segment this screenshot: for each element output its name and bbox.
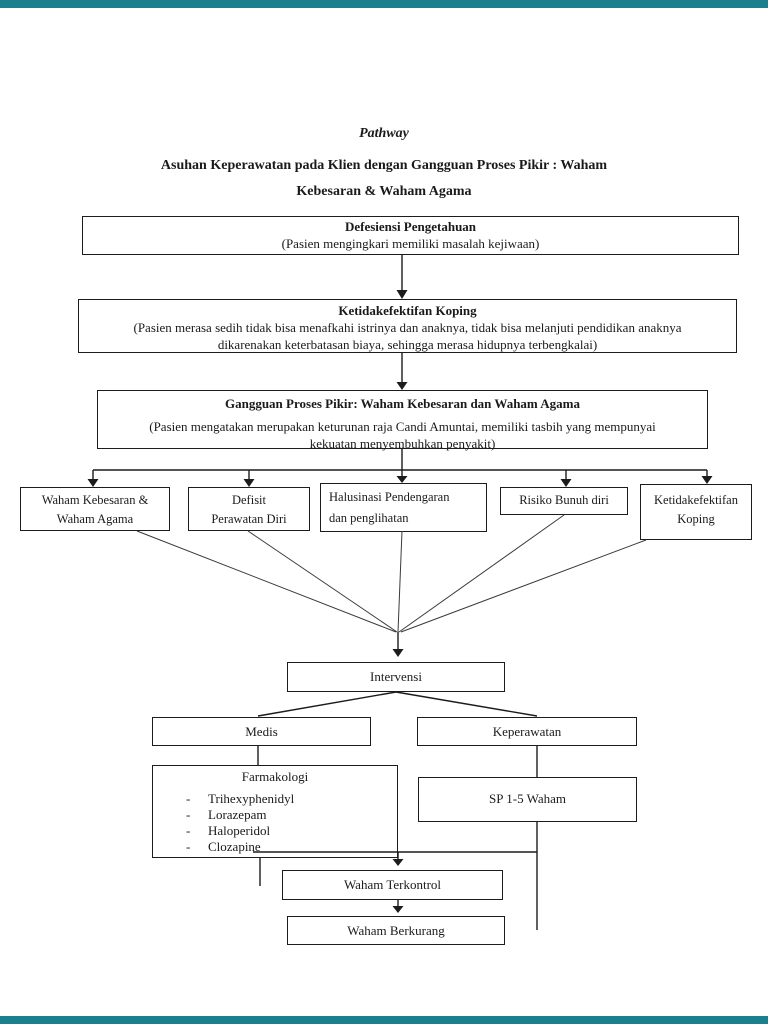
diagnosis-waham-kebesaran-box: Waham Kebesaran & Waham Agama [20, 487, 170, 531]
dash-bullet: - [186, 807, 191, 822]
document-title-line2: Kebesaran & Waham Agama [296, 184, 472, 199]
sp-waham-box: SP 1-5 Waham [418, 777, 637, 822]
drug-list-item: - Clozapine [153, 839, 397, 855]
farmakologi-title: Farmakologi [241, 769, 309, 784]
intervensi-box: Intervensi [287, 662, 505, 692]
waham-berkurang-box: Waham Berkurang [287, 916, 505, 945]
bottom-border-band [0, 1016, 768, 1024]
top-border-band [0, 0, 768, 8]
ketidakefektifan-koping-box: Ketidakefektifan Koping (Pasien merasa s… [78, 299, 737, 353]
dash-bullet: - [186, 791, 191, 806]
waham-terkontrol-box: Waham Terkontrol [282, 870, 503, 900]
koping-subtitle: (Pasien merasa sedih tidak bisa menafkah… [133, 320, 682, 352]
dash-bullet: - [186, 823, 191, 838]
drug-list-item: - Trihexyphenidyl [153, 791, 397, 807]
converging-lines [136, 514, 647, 633]
diagnosis-ketidakefektifan-koping-box: Ketidakefektifan Koping [640, 484, 752, 540]
drug-list-item: - Haloperidol [153, 823, 397, 839]
keperawatan-box: Keperawatan [417, 717, 637, 746]
drug-name: Lorazepam [208, 807, 267, 822]
drug-name: Haloperidol [208, 823, 271, 838]
dash-bullet: - [186, 839, 191, 854]
diagnosis-halusinasi-box: Halusinasi Pendengaran dan penglihatan [320, 483, 487, 532]
drug-list-item: - Lorazepam [153, 807, 397, 823]
gangguan-subtitle: (Pasien mengatakan merupakan keturunan r… [149, 419, 656, 451]
pathway-heading: Pathway [359, 126, 409, 141]
drug-name: Trihexyphenidyl [208, 791, 295, 806]
koping-title: Ketidakefektifan Koping [338, 303, 477, 318]
diagnosis-defisit-perawatan-box: Defisit Perawatan Diri [188, 487, 310, 531]
farmakologi-box: Farmakologi - Trihexyphenidyl - Lorazepa… [152, 765, 398, 858]
gangguan-title: Gangguan Proses Pikir: Waham Kebesaran d… [224, 396, 581, 411]
drug-name: Clozapine [208, 839, 261, 854]
medis-box: Medis [152, 717, 371, 746]
defesiensi-title: Defesiensi Pengetahuan [344, 219, 477, 234]
diagnosis-risiko-bunuh-diri-box: Risiko Bunuh diri [500, 487, 628, 515]
document-title-line1: Asuhan Keperawatan pada Klien dengan Gan… [160, 158, 608, 173]
defesiensi-pengetahuan-box: Defesiensi Pengetahuan (Pasien mengingka… [82, 216, 739, 255]
defesiensi-subtitle: (Pasien mengingkari memiliki masalah kej… [281, 236, 540, 251]
gangguan-proses-pikir-box: Gangguan Proses Pikir: Waham Kebesaran d… [97, 390, 708, 451]
